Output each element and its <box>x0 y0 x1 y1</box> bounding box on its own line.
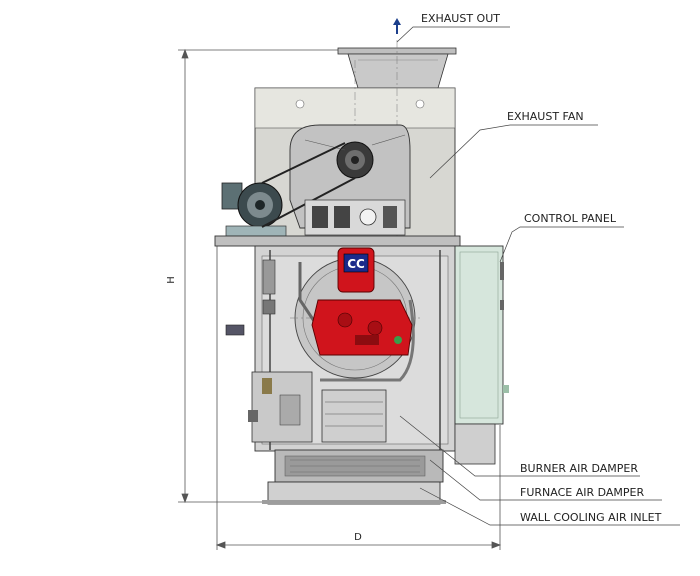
furnace-air-damper <box>274 449 444 483</box>
control-panel <box>454 245 509 425</box>
left-valve-assembly <box>248 371 313 443</box>
depth-dimension-label: D <box>354 532 362 543</box>
wall-cooling-air-inlet <box>262 481 446 505</box>
burner-logo: CC <box>347 257 365 271</box>
leader-lines <box>396 26 680 526</box>
exhaust-fan-label: EXHAUST FAN <box>507 110 584 123</box>
depth-dimension <box>215 240 502 550</box>
burner-air-damper <box>321 389 387 443</box>
exhaust-out-label: EXHAUST OUT <box>421 12 500 25</box>
wall-cooling-air-inlet-label: WALL COOLING AIR INLET <box>520 511 662 524</box>
height-dimension-label: H <box>166 276 177 284</box>
height-dimension <box>178 48 345 504</box>
furnace-air-damper-label: FURNACE AIR DAMPER <box>520 486 644 499</box>
right-support <box>454 423 496 465</box>
control-panel-label: CONTROL PANEL <box>524 212 617 225</box>
exhaust-out-arrow-icon <box>393 18 401 34</box>
gauge-strip <box>304 199 406 236</box>
burner: CC <box>311 247 413 356</box>
burner-air-damper-label: BURNER AIR DAMPER <box>520 462 638 475</box>
